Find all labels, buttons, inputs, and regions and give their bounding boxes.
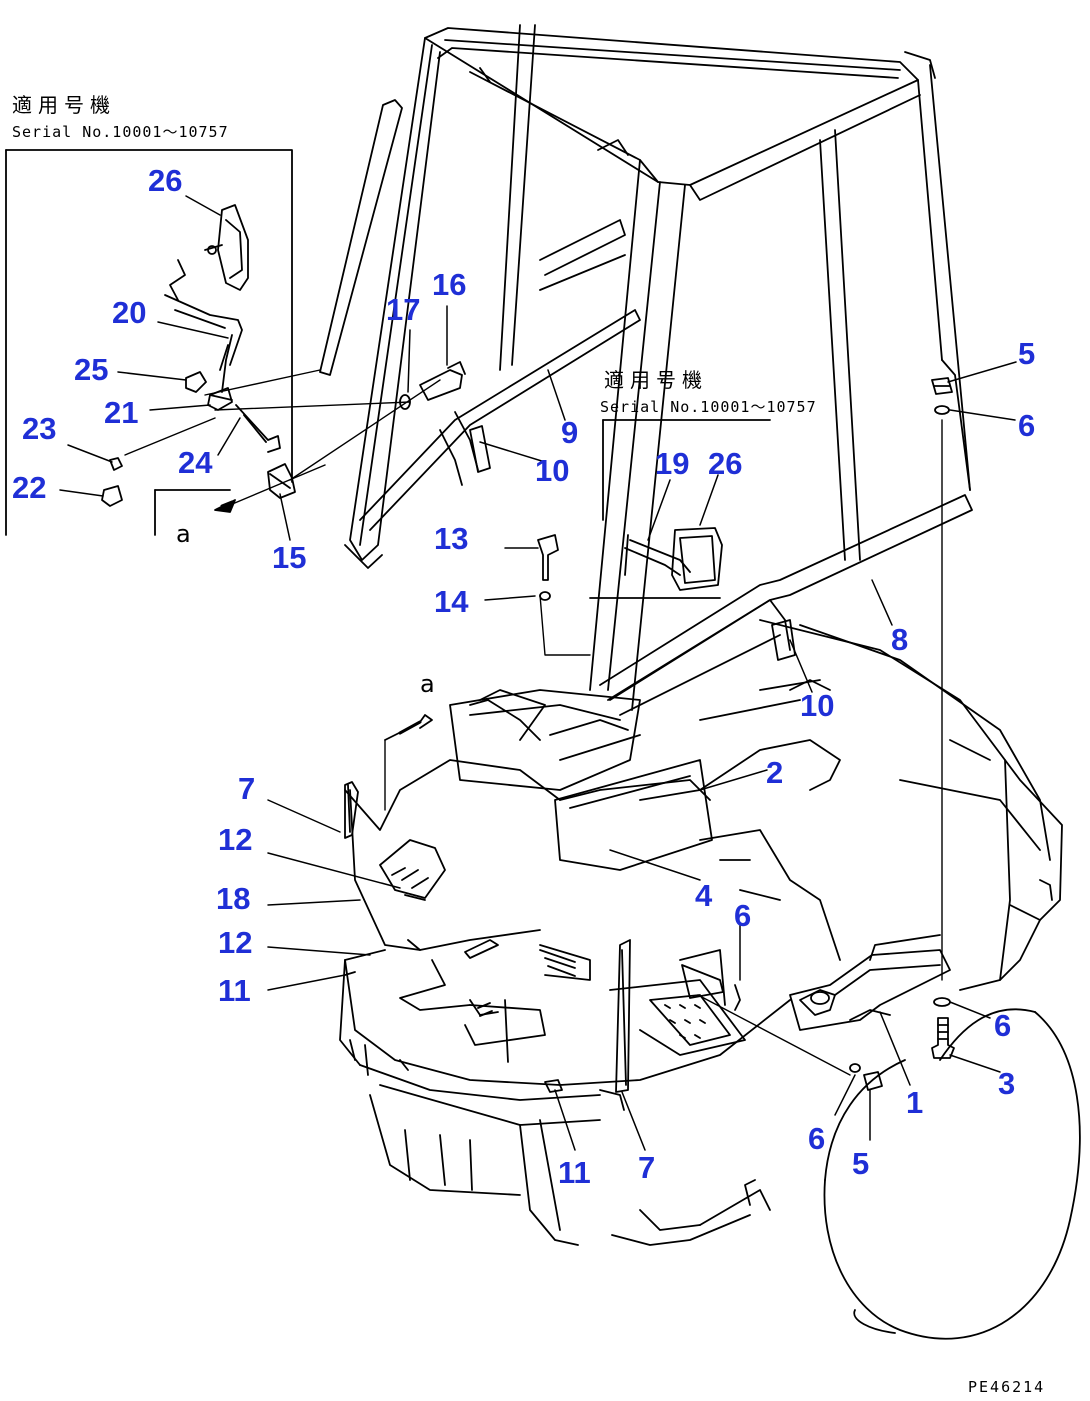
callout-10-upper: 10 — [535, 453, 570, 488]
callout-21: 21 — [104, 395, 139, 430]
callout-6-middle: 6 — [734, 898, 752, 933]
callout-6-bottom-right: 6 — [994, 1008, 1012, 1043]
callout-6-top: 6 — [1018, 408, 1036, 443]
callout-19: 19 — [655, 446, 690, 481]
callout-6-lower: 6 — [808, 1121, 826, 1156]
washer-14 — [539, 591, 551, 601]
callout-4: 4 — [695, 878, 713, 913]
assembly-guide-lines — [124, 369, 943, 1076]
cab-center-pillars — [499, 24, 686, 711]
pillar-fastener-parts — [267, 361, 466, 499]
callout-14: 14 — [434, 584, 469, 619]
view-a-arrow-top — [214, 499, 236, 513]
washer-6-top — [934, 405, 950, 415]
right-note-title: 適用号機 — [604, 368, 708, 392]
callout-16: 16 — [432, 267, 467, 302]
window-rail-8 — [599, 494, 973, 716]
left-note-title: 適用号機 — [12, 93, 116, 117]
mirror-assembly-right — [589, 419, 771, 599]
bolt-13 — [537, 534, 559, 581]
callout-5-top: 5 — [1018, 336, 1036, 371]
callout-1: 1 — [906, 1085, 924, 1120]
callout-13: 13 — [434, 521, 469, 556]
left-note-serial: Serial No.10001～10757 — [12, 123, 229, 141]
callout-17: 17 — [386, 292, 421, 327]
callout-9: 9 — [561, 415, 579, 450]
bolt-3 — [931, 1017, 955, 1059]
leader-lines — [59, 195, 1017, 1151]
cab-front-pillar-left — [319, 37, 441, 569]
callout-20-stay: 20 — [112, 295, 147, 330]
callout-18: 18 — [216, 881, 251, 916]
callout-15: 15 — [272, 540, 307, 575]
callout-25: 25 — [74, 352, 109, 387]
callout-23: 23 — [22, 411, 57, 446]
view-a-arrow-bottom — [384, 714, 433, 741]
callout-7-left: 7 — [238, 771, 256, 806]
callout-7-bottom: 7 — [638, 1150, 656, 1185]
callout-2: 2 — [766, 755, 784, 790]
callout-12-upper: 12 — [218, 822, 253, 857]
view-marker-a-floor: a — [420, 670, 435, 698]
callout-26-right-mirror: 26 — [708, 446, 743, 481]
washer-6-lower — [849, 1063, 861, 1073]
callout-11-bottom: 11 — [558, 1155, 591, 1190]
rear-wheel — [823, 1008, 1081, 1340]
mirror-assembly-left — [5, 149, 293, 536]
callout-24: 24 — [178, 445, 213, 480]
window-rail-9 — [359, 309, 641, 531]
cab-roof-frame — [424, 27, 936, 201]
callout-12-lower: 12 — [218, 925, 253, 960]
drawing-code: PE46214 — [968, 1378, 1046, 1396]
washer-6-bottom — [933, 997, 951, 1007]
callout-3: 3 — [998, 1066, 1016, 1101]
callout-22: 22 — [12, 470, 47, 505]
callout-8: 8 — [891, 622, 909, 657]
nut-5-top — [931, 377, 953, 395]
view-marker-a-left: a — [176, 520, 191, 548]
callout-11-left: 11 — [218, 973, 251, 1008]
callout-5-lower: 5 — [852, 1146, 870, 1181]
callout-26-mirror: 26 — [148, 163, 183, 198]
callout-10-lower: 10 — [800, 688, 835, 723]
right-note-serial: Serial No.10001～10757 — [600, 398, 817, 416]
floor-body — [339, 619, 1063, 1246]
cab-rear-pillars — [819, 64, 971, 561]
